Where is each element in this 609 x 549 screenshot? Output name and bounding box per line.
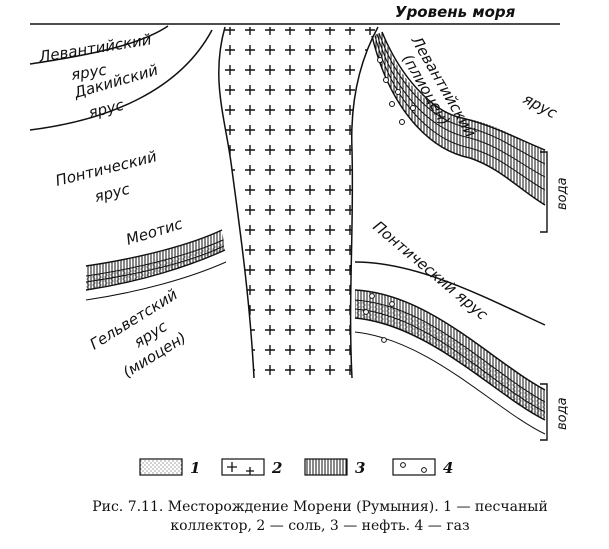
legend-number-4: 4 xyxy=(443,459,453,477)
salt-dome xyxy=(218,26,379,379)
legend-number-3: 3 xyxy=(355,459,365,477)
right-upper-reservoir-band xyxy=(371,31,546,206)
sea-level-label: Уровень моря xyxy=(395,3,516,21)
water-upper-label: вода xyxy=(555,177,570,210)
legend-item-gas: 4 xyxy=(392,458,453,477)
left-strata xyxy=(29,25,213,131)
legend-number-1: 1 xyxy=(190,459,200,477)
pontian-left-label-2: ярус xyxy=(93,180,133,206)
water-lower-label: вода xyxy=(555,397,570,430)
levantine-right-label-3: ярус xyxy=(520,90,561,123)
dacian-label-2: ярус xyxy=(87,96,127,122)
legend-item-sand: 1 xyxy=(139,458,200,477)
legend-number-2: 2 xyxy=(271,459,282,477)
water-bracket-upper xyxy=(540,151,548,233)
legend-item-salt: 2 xyxy=(221,458,282,477)
figure-caption: Рис. 7.11. Месторождение Морени (Румыния… xyxy=(60,498,580,536)
levantine-left-label-2: ярус xyxy=(70,60,109,83)
caption-line-2: коллектор, 2 — соль, 3 — нефть. 4 — газ xyxy=(170,518,470,534)
legend: 1 2 3 4 xyxy=(139,458,453,477)
levantine-left-label-1: Левантийский xyxy=(37,30,153,66)
right-lower-reservoir-band xyxy=(354,261,546,435)
caption-line-1: Рис. 7.11. Месторождение Морени (Румыния… xyxy=(92,499,548,515)
left-reservoir-band xyxy=(85,229,227,301)
meotis-label: Меотис xyxy=(124,214,186,248)
pontian-left-label-1: Понтический xyxy=(54,147,159,190)
legend-item-oil: 3 xyxy=(304,458,365,477)
water-bracket-lower xyxy=(540,383,548,441)
